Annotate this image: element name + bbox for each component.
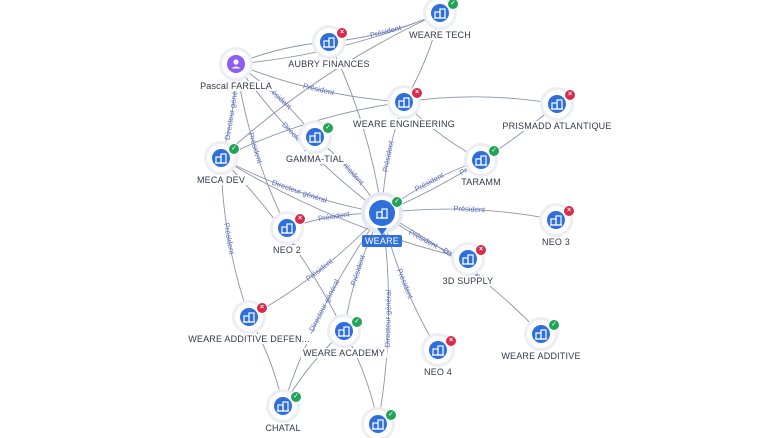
person-node-bubble[interactable] bbox=[222, 50, 250, 78]
check-icon: ✓ bbox=[488, 145, 500, 157]
check-icon: ✓ bbox=[228, 143, 240, 155]
edge-label: Président bbox=[369, 23, 403, 40]
edge-label: Président bbox=[381, 139, 396, 173]
edge-weare-meca bbox=[220, 157, 383, 214]
company-node-bubble[interactable] bbox=[543, 90, 571, 118]
node-label: WEARE ACADEMY bbox=[300, 348, 388, 358]
edge-label: Président bbox=[302, 81, 336, 97]
check-icon: ✓ bbox=[548, 319, 560, 331]
edge-weare_tech-meca bbox=[220, 12, 441, 159]
edge-label: Président bbox=[246, 131, 264, 165]
cross-icon: × bbox=[411, 87, 423, 99]
node-label: NEO 4 bbox=[421, 367, 455, 377]
check-icon: ✓ bbox=[391, 196, 403, 208]
company-node-bubble[interactable] bbox=[273, 214, 301, 242]
company-node-bubble[interactable] bbox=[527, 320, 555, 348]
edge-weare-neo3 bbox=[381, 208, 557, 221]
edge-pascal-gamma bbox=[235, 63, 316, 138]
check-icon: ✓ bbox=[385, 409, 397, 421]
company-node-bubble[interactable] bbox=[207, 144, 235, 172]
cross-icon: × bbox=[256, 302, 268, 314]
node-label: 3D SUPPLY bbox=[440, 276, 496, 286]
cross-icon: × bbox=[294, 213, 306, 225]
node-label: WEARE ADDITIVE bbox=[499, 351, 583, 361]
cross-icon: × bbox=[563, 205, 575, 217]
node-label: WEARE ENGINEERING bbox=[351, 119, 457, 129]
node-label: AUBRY FINANCES bbox=[286, 59, 372, 69]
node-label: NEO 2 bbox=[270, 245, 304, 255]
pin-pointer-icon bbox=[377, 228, 387, 235]
edge-label: Directeur général bbox=[383, 289, 393, 347]
check-icon: ✓ bbox=[351, 316, 363, 328]
edge-label: Président bbox=[453, 204, 486, 214]
cross-icon: × bbox=[564, 89, 576, 101]
node-label: WEARE bbox=[361, 235, 403, 247]
edge-label: Président bbox=[395, 267, 416, 301]
edge-pascal-weare_eng bbox=[235, 63, 405, 103]
edge-label: Président bbox=[222, 222, 237, 256]
node-label: WEARE TECH bbox=[407, 30, 473, 40]
edge-meca-weare_eng bbox=[220, 101, 405, 159]
node-label: GAMMA-TIAL bbox=[283, 154, 347, 164]
node-label: MECA DEV bbox=[194, 175, 248, 185]
node-label: TARAMM bbox=[459, 177, 503, 187]
node-label: PRISMADD ATLANTIQUE bbox=[500, 121, 614, 131]
edge-weare_eng-prismadd bbox=[403, 96, 558, 105]
node-label: WEARE ADDITIVE DEFEN... bbox=[186, 334, 312, 344]
edge-meca-supply3d bbox=[220, 157, 469, 260]
cross-icon: × bbox=[336, 27, 348, 39]
company-node-bubble[interactable] bbox=[467, 146, 495, 174]
check-icon: ✓ bbox=[447, 0, 459, 10]
cross-icon: × bbox=[475, 244, 487, 256]
edge-label: Directeur général bbox=[271, 178, 329, 205]
check-icon: ✓ bbox=[322, 122, 334, 134]
edge-label: Président bbox=[304, 256, 335, 283]
edge-weare-chatal bbox=[282, 212, 383, 407]
cross-icon: × bbox=[445, 335, 457, 347]
edge-label: Président bbox=[413, 170, 446, 193]
node-label: NEO 3 bbox=[539, 237, 573, 247]
check-icon: ✓ bbox=[290, 391, 302, 403]
node-label: Pascal FARELLA bbox=[198, 81, 274, 91]
node-label: CHATAL bbox=[263, 423, 303, 433]
